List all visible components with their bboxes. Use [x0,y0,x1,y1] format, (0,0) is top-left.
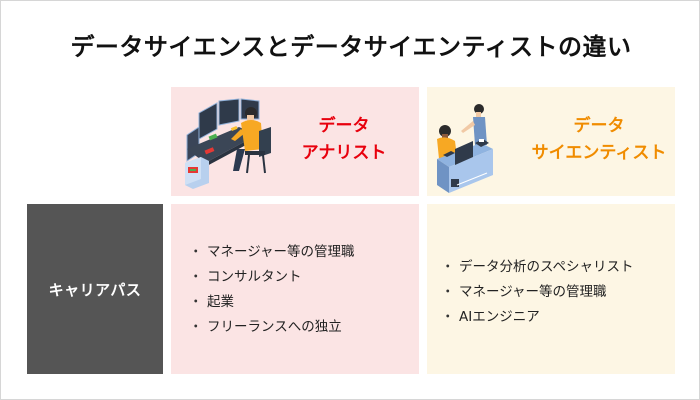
bullet-icon: ・ [441,309,455,325]
row-label-text: キャリアパス [48,280,142,299]
list-item: ・マネージャー等の管理職 [189,240,355,265]
cell-scientist-career-path: ・データ分析のスペシャリスト ・マネージャー等の管理職 ・AIエンジニア [427,204,675,374]
list-item-text: データ分析のスペシャリスト [459,259,634,275]
column-header-data-scientist: データ サイエンティスト [427,87,675,196]
list-item: ・AIエンジニア [441,305,634,330]
column-title-data-analyst: データ アナリスト [279,113,409,167]
bullet-icon: ・ [189,269,203,285]
cell-analyst-career-path: ・マネージャー等の管理職 ・コンサルタント ・起業 ・フリーランスへの独立 [171,204,419,374]
bullet-icon: ・ [441,259,455,275]
list-item-text: AIエンジニア [459,309,540,325]
bullet-icon: ・ [189,244,203,260]
page-title: データサイエンスとデータサイエンティストの違い [70,33,632,61]
list-item: ・起業 [189,290,355,315]
bullet-icon: ・ [441,284,455,300]
scientist-career-list: ・データ分析のスペシャリスト ・マネージャー等の管理職 ・AIエンジニア [441,255,634,330]
column-title-line2: アナリスト [301,143,387,163]
column-title-data-scientist: データ サイエンティスト [519,113,679,167]
list-item-text: マネージャー等の管理職 [459,284,607,300]
list-item-text: 起業 [207,294,234,310]
list-item: ・コンサルタント [189,265,355,290]
column-header-data-analyst: データ アナリスト [171,87,419,196]
analyst-career-list: ・マネージャー等の管理職 ・コンサルタント ・起業 ・フリーランスへの独立 [189,240,355,340]
bullet-icon: ・ [189,319,203,335]
column-title-line1: データ [573,116,625,136]
list-item: ・データ分析のスペシャリスト [441,255,634,280]
column-title-line1: データ [318,116,370,136]
two-people-at-computer-desk-illustration [437,104,493,193]
person-at-multi-monitor-desk-illustration [185,98,271,189]
list-item: ・フリーランスへの独立 [189,315,355,340]
column-title-line2: サイエンティスト [531,143,667,163]
list-item-text: マネージャー等の管理職 [207,244,355,260]
list-item: ・マネージャー等の管理職 [441,280,634,305]
bullet-icon: ・ [189,294,203,310]
row-label-career-path: キャリアパス [27,204,163,374]
list-item-text: コンサルタント [207,269,302,285]
list-item-text: フリーランスへの独立 [207,319,342,335]
